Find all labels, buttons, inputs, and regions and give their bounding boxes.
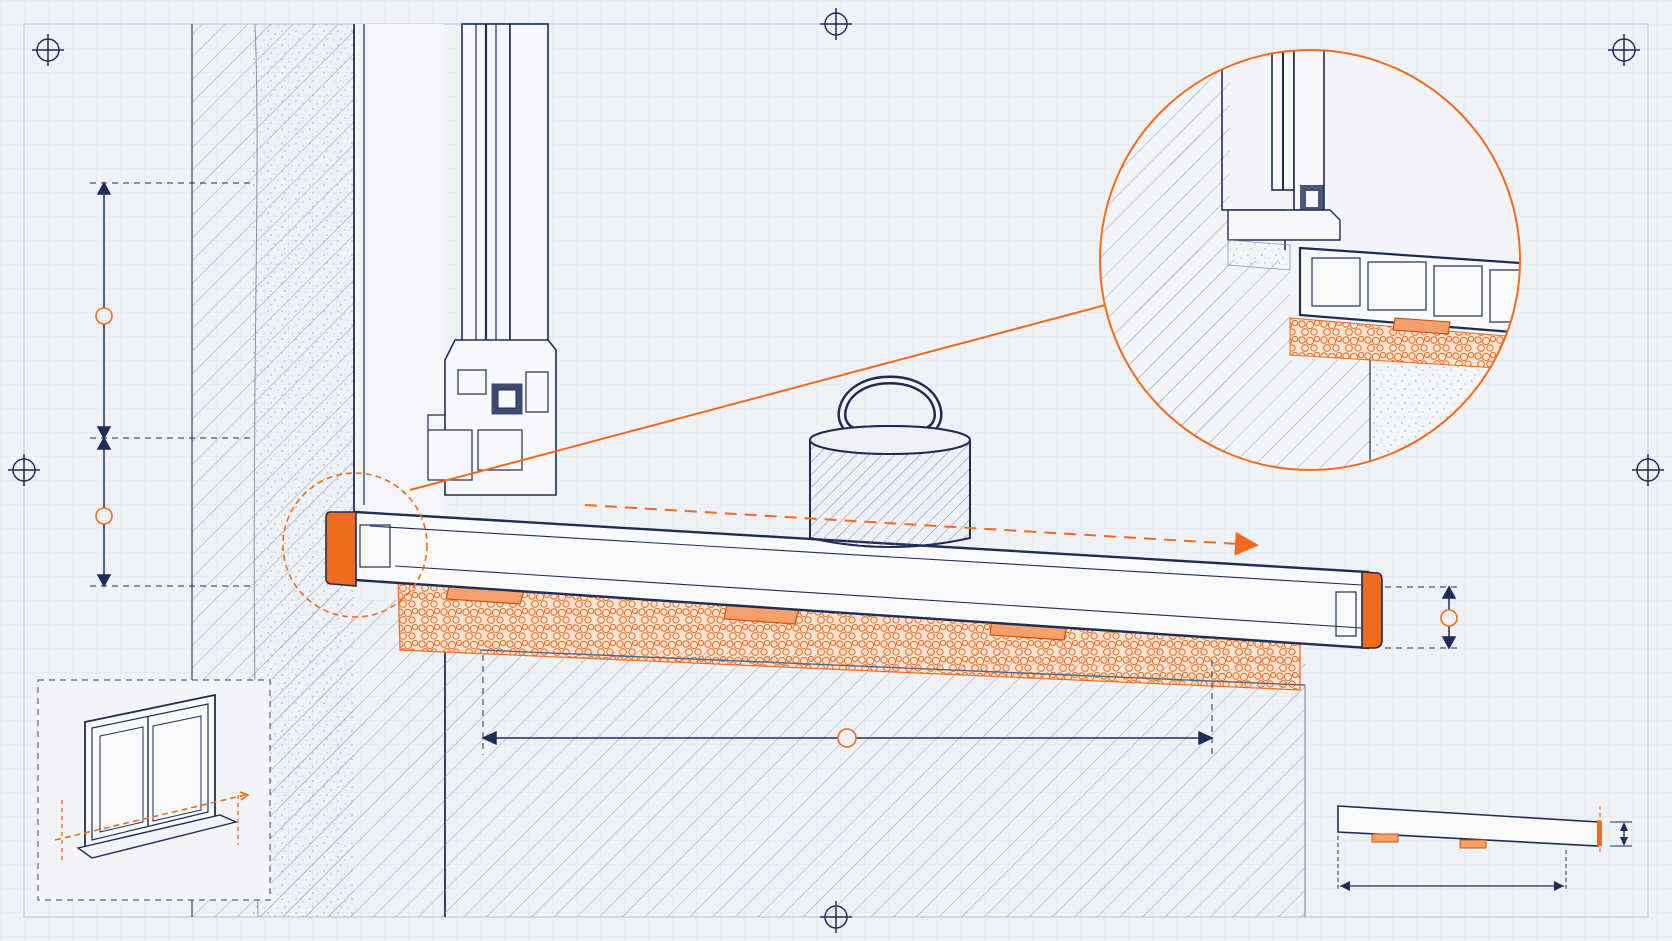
- dimension-height-upper: [90, 181, 255, 587]
- crosshair-icon: [1632, 454, 1664, 486]
- dimension-support-span: [481, 655, 1214, 755]
- crosshair-icon: [8, 454, 40, 486]
- sill-support-block: [445, 650, 1305, 917]
- sill-end-cap: [1361, 571, 1383, 649]
- dimension-marker: [95, 307, 113, 325]
- window-thumbnail: [37, 679, 271, 901]
- window-frame-profile: [427, 23, 557, 496]
- detail-marker-circle: [282, 472, 428, 618]
- side-profile-inset: [1337, 805, 1632, 892]
- dimension-marker: [1440, 609, 1458, 627]
- crosshair-icon: [820, 8, 852, 40]
- detail-leader-line: [409, 289, 1163, 491]
- wall: [191, 23, 446, 918]
- lower-wall: [280, 600, 445, 917]
- arrow-right-icon: [584, 504, 1259, 556]
- dimension-height-lower: [95, 436, 113, 588]
- windowsill-board: [325, 510, 1383, 650]
- dimension-sill-thickness: [1385, 585, 1460, 650]
- dimension-marker: [837, 728, 857, 748]
- crosshair-icon: [32, 34, 64, 66]
- crosshair-icon: [1608, 34, 1640, 66]
- dimension-marker: [95, 507, 113, 525]
